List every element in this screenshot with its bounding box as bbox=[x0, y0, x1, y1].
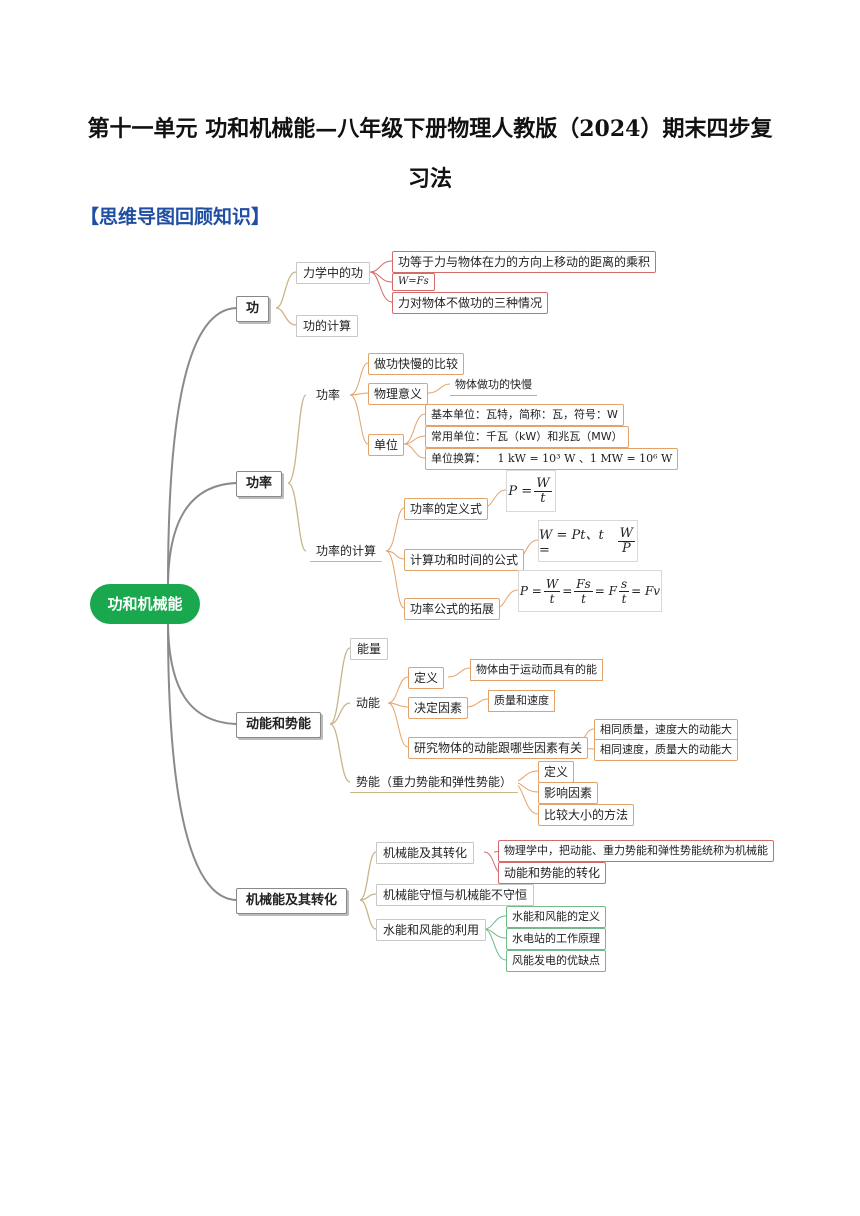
node-potential-factors: 影响因素 bbox=[538, 782, 599, 804]
node-power-meaning-desc: 物体做功的快慢 bbox=[450, 375, 537, 396]
mindmap-root: 功和机械能 bbox=[90, 584, 200, 624]
node-kinetic-factors-desc: 质量和速度 bbox=[488, 690, 555, 712]
node-mech-conservation: 机械能守恒与机械能不守恒 bbox=[376, 884, 535, 906]
node-unit-common: 常用单位：千瓦（kW）和兆瓦（MW） bbox=[425, 426, 629, 448]
node-ke-pe-conversion: 动能和势能的转化 bbox=[498, 862, 607, 884]
node-power-calc-time: 计算功和时间的公式 bbox=[404, 549, 525, 571]
node-power-extend: 功率公式的拓展 bbox=[404, 598, 501, 620]
node-work-calc: 功的计算 bbox=[296, 315, 359, 337]
node-kinetic-research: 研究物体的动能跟哪些因素有关 bbox=[408, 737, 589, 759]
branch-mechanical-energy: 机械能及其转化 bbox=[236, 888, 348, 914]
node-power-concept: 功率 bbox=[310, 385, 347, 405]
branch-work: 功 bbox=[236, 296, 270, 322]
node-work-no-work: 力对物体不做功的三种情况 bbox=[392, 292, 549, 314]
node-unit-convert: 单位换算： 1 kW = 10³ W 、1 MW = 10⁶ W bbox=[425, 448, 679, 470]
branch-energy: 动能和势能 bbox=[236, 712, 322, 738]
node-power-meaning: 物理意义 bbox=[368, 383, 429, 405]
node-power-def-formula: 功率的定义式 bbox=[404, 498, 489, 520]
unit-convert-label: 单位换算： bbox=[431, 452, 486, 465]
node-kinetic-definition-desc: 物体由于运动而具有的能 bbox=[470, 659, 603, 681]
node-energy: 能量 bbox=[350, 638, 389, 660]
document-title: 第十一单元 功和机械能—八年级下册物理人教版（2024）期末四步复 习法 bbox=[40, 104, 820, 204]
node-wind-power-pros-cons: 风能发电的优缺点 bbox=[506, 950, 606, 972]
node-potential-energy: 势能（重力势能和弹性势能） bbox=[350, 772, 519, 793]
branch-power: 功率 bbox=[236, 471, 283, 497]
node-kinetic-definition: 定义 bbox=[408, 667, 445, 689]
title-line-2: 习法 bbox=[407, 166, 452, 192]
node-kinetic-factors: 决定因素 bbox=[408, 697, 469, 719]
node-kinetic-energy: 动能 bbox=[350, 693, 387, 713]
node-potential-compare: 比较大小的方法 bbox=[538, 804, 635, 826]
node-potential-definition: 定义 bbox=[538, 761, 575, 783]
node-mech-conversion: 机械能及其转化 bbox=[376, 842, 475, 864]
node-work-formula: W=Fs bbox=[392, 273, 435, 291]
node-work-definition: 功等于力与物体在力的方向上移动的距离的乘积 bbox=[392, 251, 657, 273]
section-heading: 【思维导图回顾知识】 bbox=[80, 206, 271, 228]
node-power-unit: 单位 bbox=[368, 434, 405, 456]
node-water-wind: 水能和风能的利用 bbox=[376, 919, 487, 941]
node-research-same-speed: 相同速度，质量大的动能大 bbox=[594, 739, 738, 761]
unit-convert-value: 1 kW = 10³ W 、1 MW = 10⁶ W bbox=[497, 452, 673, 465]
node-power-calc: 功率的计算 bbox=[310, 541, 383, 562]
node-research-same-mass: 相同质量，速度大的动能大 bbox=[594, 719, 738, 741]
node-unit-basic: 基本单位：瓦特，简称：瓦，符号：W bbox=[425, 404, 624, 426]
node-hydro-principle: 水电站的工作原理 bbox=[506, 928, 606, 950]
node-water-wind-definition: 水能和风能的定义 bbox=[506, 906, 606, 928]
node-mech-conversion-definition: 物理学中，把动能、重力势能和弹性势能统称为机械能 bbox=[498, 840, 774, 862]
title-line-1: 第十一单元 功和机械能—八年级下册物理人教版（2024）期末四步复 bbox=[87, 116, 773, 142]
node-power-compare: 做功快慢的比较 bbox=[368, 353, 465, 375]
node-work-in-mechanics: 力学中的功 bbox=[296, 262, 371, 284]
